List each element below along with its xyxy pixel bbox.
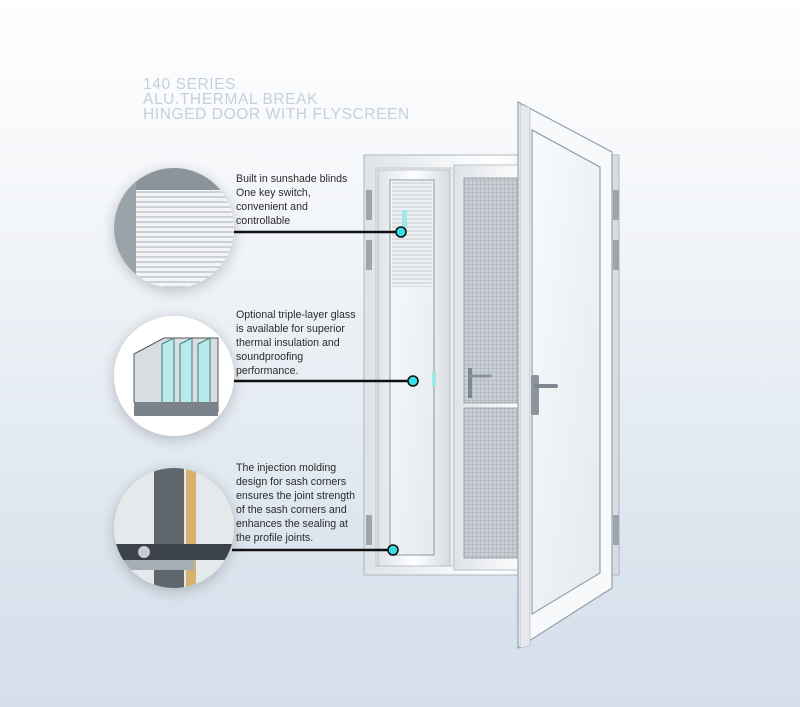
callout-sash-corners: The injection molding design for sash co… [236, 461, 355, 545]
fixed-leaf [377, 169, 451, 567]
callout-line: design for sash corners [236, 476, 347, 488]
title-line-1: 140 SERIES [143, 76, 237, 93]
callout-sunshade-blinds: Built in sunshade blinds One key switch,… [236, 172, 347, 228]
callout-line: The injection molding [236, 462, 337, 474]
callout-line: the profile joints. [236, 532, 314, 544]
callout-line: is available for superior [236, 323, 345, 335]
callout-line: One key switch, [236, 187, 311, 199]
detail-circle-glass [114, 316, 234, 436]
callout-line: Built in sunshade blinds [236, 173, 348, 185]
callout-line: ensures the joint strength [236, 490, 355, 502]
callout-line: thermal insulation and [236, 337, 340, 349]
sash-corner-detail-image [114, 468, 234, 588]
blinds-detail-image [114, 168, 234, 288]
callout-line: soundproofing [236, 351, 304, 363]
callout-line: of the sash corners and [236, 504, 347, 516]
callout-line: Optional triple-layer glass [236, 309, 356, 321]
detail-circle-corner [114, 468, 234, 588]
product-title: 140 SERIES ALU.THERMAL BREAK HINGED DOOR… [143, 76, 410, 123]
title-line-2: ALU.THERMAL BREAK [143, 91, 319, 108]
triple-glass-detail-image [114, 316, 234, 436]
callout-line: controllable [236, 215, 291, 227]
callout-line: performance. [236, 365, 299, 377]
hinge-icons [366, 190, 619, 545]
callout-markers [387, 226, 419, 556]
callout-connectors [232, 230, 413, 552]
callout-line: enhances the sealing at [236, 518, 348, 530]
callout-line: convenient and [236, 201, 308, 213]
detail-circle-blinds [114, 168, 234, 288]
callout-triple-glass: Optional triple-layer glass is available… [236, 308, 356, 378]
open-door-leaf [517, 101, 613, 650]
title-line-3: HINGED DOOR WITH FLYSCREEN [143, 106, 410, 123]
